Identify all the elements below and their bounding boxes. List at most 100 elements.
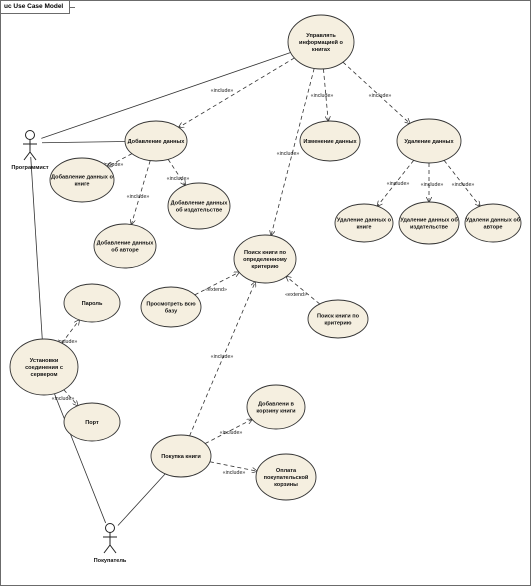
use-case-label: Удалени данных об — [466, 217, 521, 224]
use-case-delete[interactable]: Удаление данных — [396, 118, 462, 164]
include-label-connect-password: «include» — [55, 339, 78, 345]
association-programmer-manage — [41, 52, 291, 139]
use-case-ellipse — [233, 234, 297, 284]
include-label-manage-add: «include» — [211, 88, 234, 94]
include-label-connect-port: «include» — [52, 396, 75, 402]
actor-buyer[interactable]: Покупатель — [94, 523, 127, 565]
use-case-label: информацией о — [299, 39, 344, 46]
include-edge-delete-del_author — [443, 160, 480, 206]
use-case-label: Удаление данных — [404, 139, 454, 145]
use-case-label: Добавление данных — [128, 138, 186, 145]
actor-head-icon — [105, 523, 115, 533]
use-case-password[interactable]: Пароль — [63, 283, 121, 323]
use-case-ellipse — [150, 434, 212, 478]
include-edge-buy-pay — [209, 461, 257, 471]
use-case-ellipse — [396, 118, 462, 164]
include-label-buy-cart_add: «include» — [220, 430, 243, 436]
extend-label-browse-search: «extend» — [205, 287, 227, 293]
use-case-change[interactable]: Изменение данных — [299, 120, 361, 162]
use-case-label: авторе — [483, 225, 502, 231]
include-label-delete-del_author: «include» — [452, 182, 475, 188]
use-case-ellipse — [63, 283, 121, 323]
use-case-label: Оплата — [276, 468, 297, 474]
actor-left-leg — [23, 151, 31, 161]
include-edge-add-add_publisher — [167, 159, 185, 185]
include-edge-manage-search — [271, 68, 315, 235]
use-case-ellipse — [307, 299, 369, 339]
use-case-label: Добавление данных о — [51, 174, 113, 181]
association-buyer-buy — [117, 473, 166, 526]
include-label-manage-delete: «include» — [369, 93, 392, 99]
actor-label: Покупатель — [94, 558, 127, 564]
include-edge-add-add_book — [107, 153, 133, 167]
use-case-label: Поиск книги по — [317, 314, 360, 320]
actor-right-leg — [109, 544, 117, 554]
use-case-label: критерию — [251, 264, 278, 270]
use-case-ellipse — [140, 286, 202, 328]
use-case-port[interactable]: Порт — [63, 402, 121, 442]
actor-head-icon — [25, 130, 35, 140]
include-edge-connect-password — [61, 320, 79, 344]
use-case-label: определенному — [243, 257, 288, 263]
use-case-ellipse — [255, 453, 317, 501]
include-label-add-add_author: «include» — [127, 194, 150, 200]
include-label-buy-pay: «include» — [223, 470, 246, 476]
include-label-add-add_publisher: «include» — [167, 176, 190, 182]
use-case-ellipse — [246, 384, 306, 430]
use-case-ellipse — [9, 338, 79, 396]
use-case-label: Установки — [30, 358, 59, 364]
use-case-label: сервером — [30, 372, 57, 378]
frame-title: uc Use Case Model — [1, 1, 71, 14]
include-label-manage-search: «include» — [277, 151, 300, 157]
use-case-label: Порт — [85, 420, 99, 426]
association-programmer-add — [41, 141, 126, 144]
use-case-ellipse — [464, 203, 522, 243]
use-case-label: корзину книги — [256, 409, 296, 415]
use-case-buy[interactable]: Покупка книги — [150, 434, 212, 478]
use-case-label: Добавление данных — [97, 240, 155, 247]
use-case-label: об авторе — [111, 247, 139, 254]
actor-left-leg — [103, 544, 111, 554]
include-edge-manage-add — [179, 57, 295, 127]
include-label-buy-search: «include» — [211, 354, 234, 360]
association-programmer-connect — [30, 156, 43, 340]
use-case-add[interactable]: Добавление данных — [124, 120, 188, 162]
include-edge-manage-change — [323, 68, 328, 121]
use-case-ellipse — [398, 201, 460, 245]
use-case-label: Добавление данных — [171, 200, 229, 207]
use-case-ellipse — [287, 14, 355, 70]
include-label-manage-change: «include» — [311, 93, 334, 99]
actor-programmer[interactable]: Программист — [11, 130, 49, 172]
use-case-ellipse — [63, 402, 121, 442]
include-edge-delete-del_book — [377, 160, 415, 206]
extend-edge-search_crit-search — [286, 276, 320, 305]
use-case-label: книге — [74, 182, 89, 188]
use-case-label: Удаление данных о — [337, 218, 392, 224]
actor-label: Программист — [11, 165, 49, 171]
use-case-label: издательстве — [410, 225, 448, 231]
use-case-label: Покупка книги — [161, 454, 201, 460]
use-case-label: корзины — [274, 482, 298, 488]
use-case-label: книгах — [312, 47, 331, 53]
include-edge-manage-delete — [342, 61, 410, 123]
use-case-label: базу — [165, 308, 178, 315]
use-case-label: Удаление данных об — [400, 217, 458, 224]
use-case-label: Добавлени в — [258, 401, 294, 408]
include-label-delete-del_book: «include» — [387, 181, 410, 187]
extend-edge-browse-search — [194, 272, 239, 296]
extend-label-search_crit-search: «extend» — [285, 292, 307, 298]
